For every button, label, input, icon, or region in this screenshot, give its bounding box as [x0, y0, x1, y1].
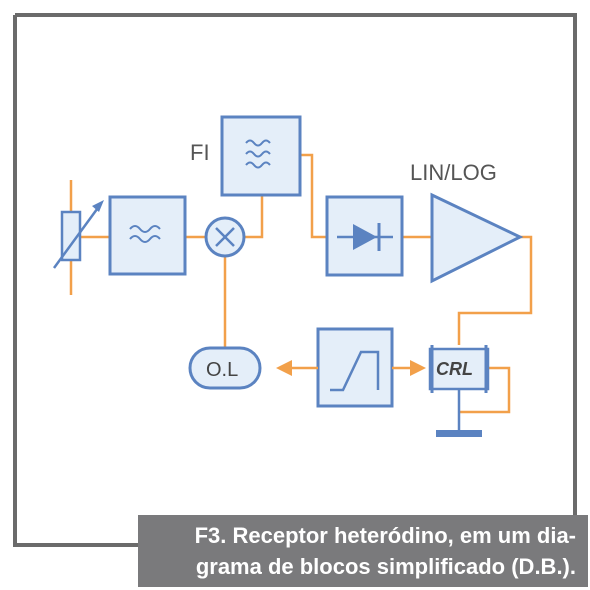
input-filter-block — [108, 195, 187, 276]
local-oscillator — [188, 346, 262, 390]
filter-wave-icon — [245, 139, 271, 169]
caption-line-1: F3. Receptor heteródino, em um dia- — [194, 523, 576, 548]
crl-label: CRL — [436, 359, 473, 379]
fi-filter-block — [220, 115, 302, 197]
signal-wires — [69, 153, 533, 414]
ramp-icon — [330, 350, 380, 392]
diode-icon — [337, 223, 393, 251]
ol-label: O.L — [206, 359, 238, 381]
ground-icon — [436, 389, 482, 437]
lin-log-amplifier — [430, 192, 524, 284]
filter-wave-icon — [129, 225, 161, 243]
lin-log-label: LIN/LOG — [410, 160, 497, 185]
detector-block — [325, 195, 404, 277]
arrow-to-crl — [392, 360, 426, 376]
ramp-generator-block — [316, 327, 394, 408]
crl-display — [428, 345, 490, 393]
figure-caption: F3. Receptor heteródino, em um dia- gram… — [138, 515, 588, 587]
diagram-frame — [13, 13, 577, 547]
arrow-to-ol — [276, 360, 318, 376]
caption-line-2: grama de blocos simplificado (D.B.). — [195, 554, 576, 579]
variable-attenuator-icon — [52, 200, 104, 269]
fi-label: FI — [190, 140, 210, 165]
mixer-circle — [204, 216, 246, 258]
